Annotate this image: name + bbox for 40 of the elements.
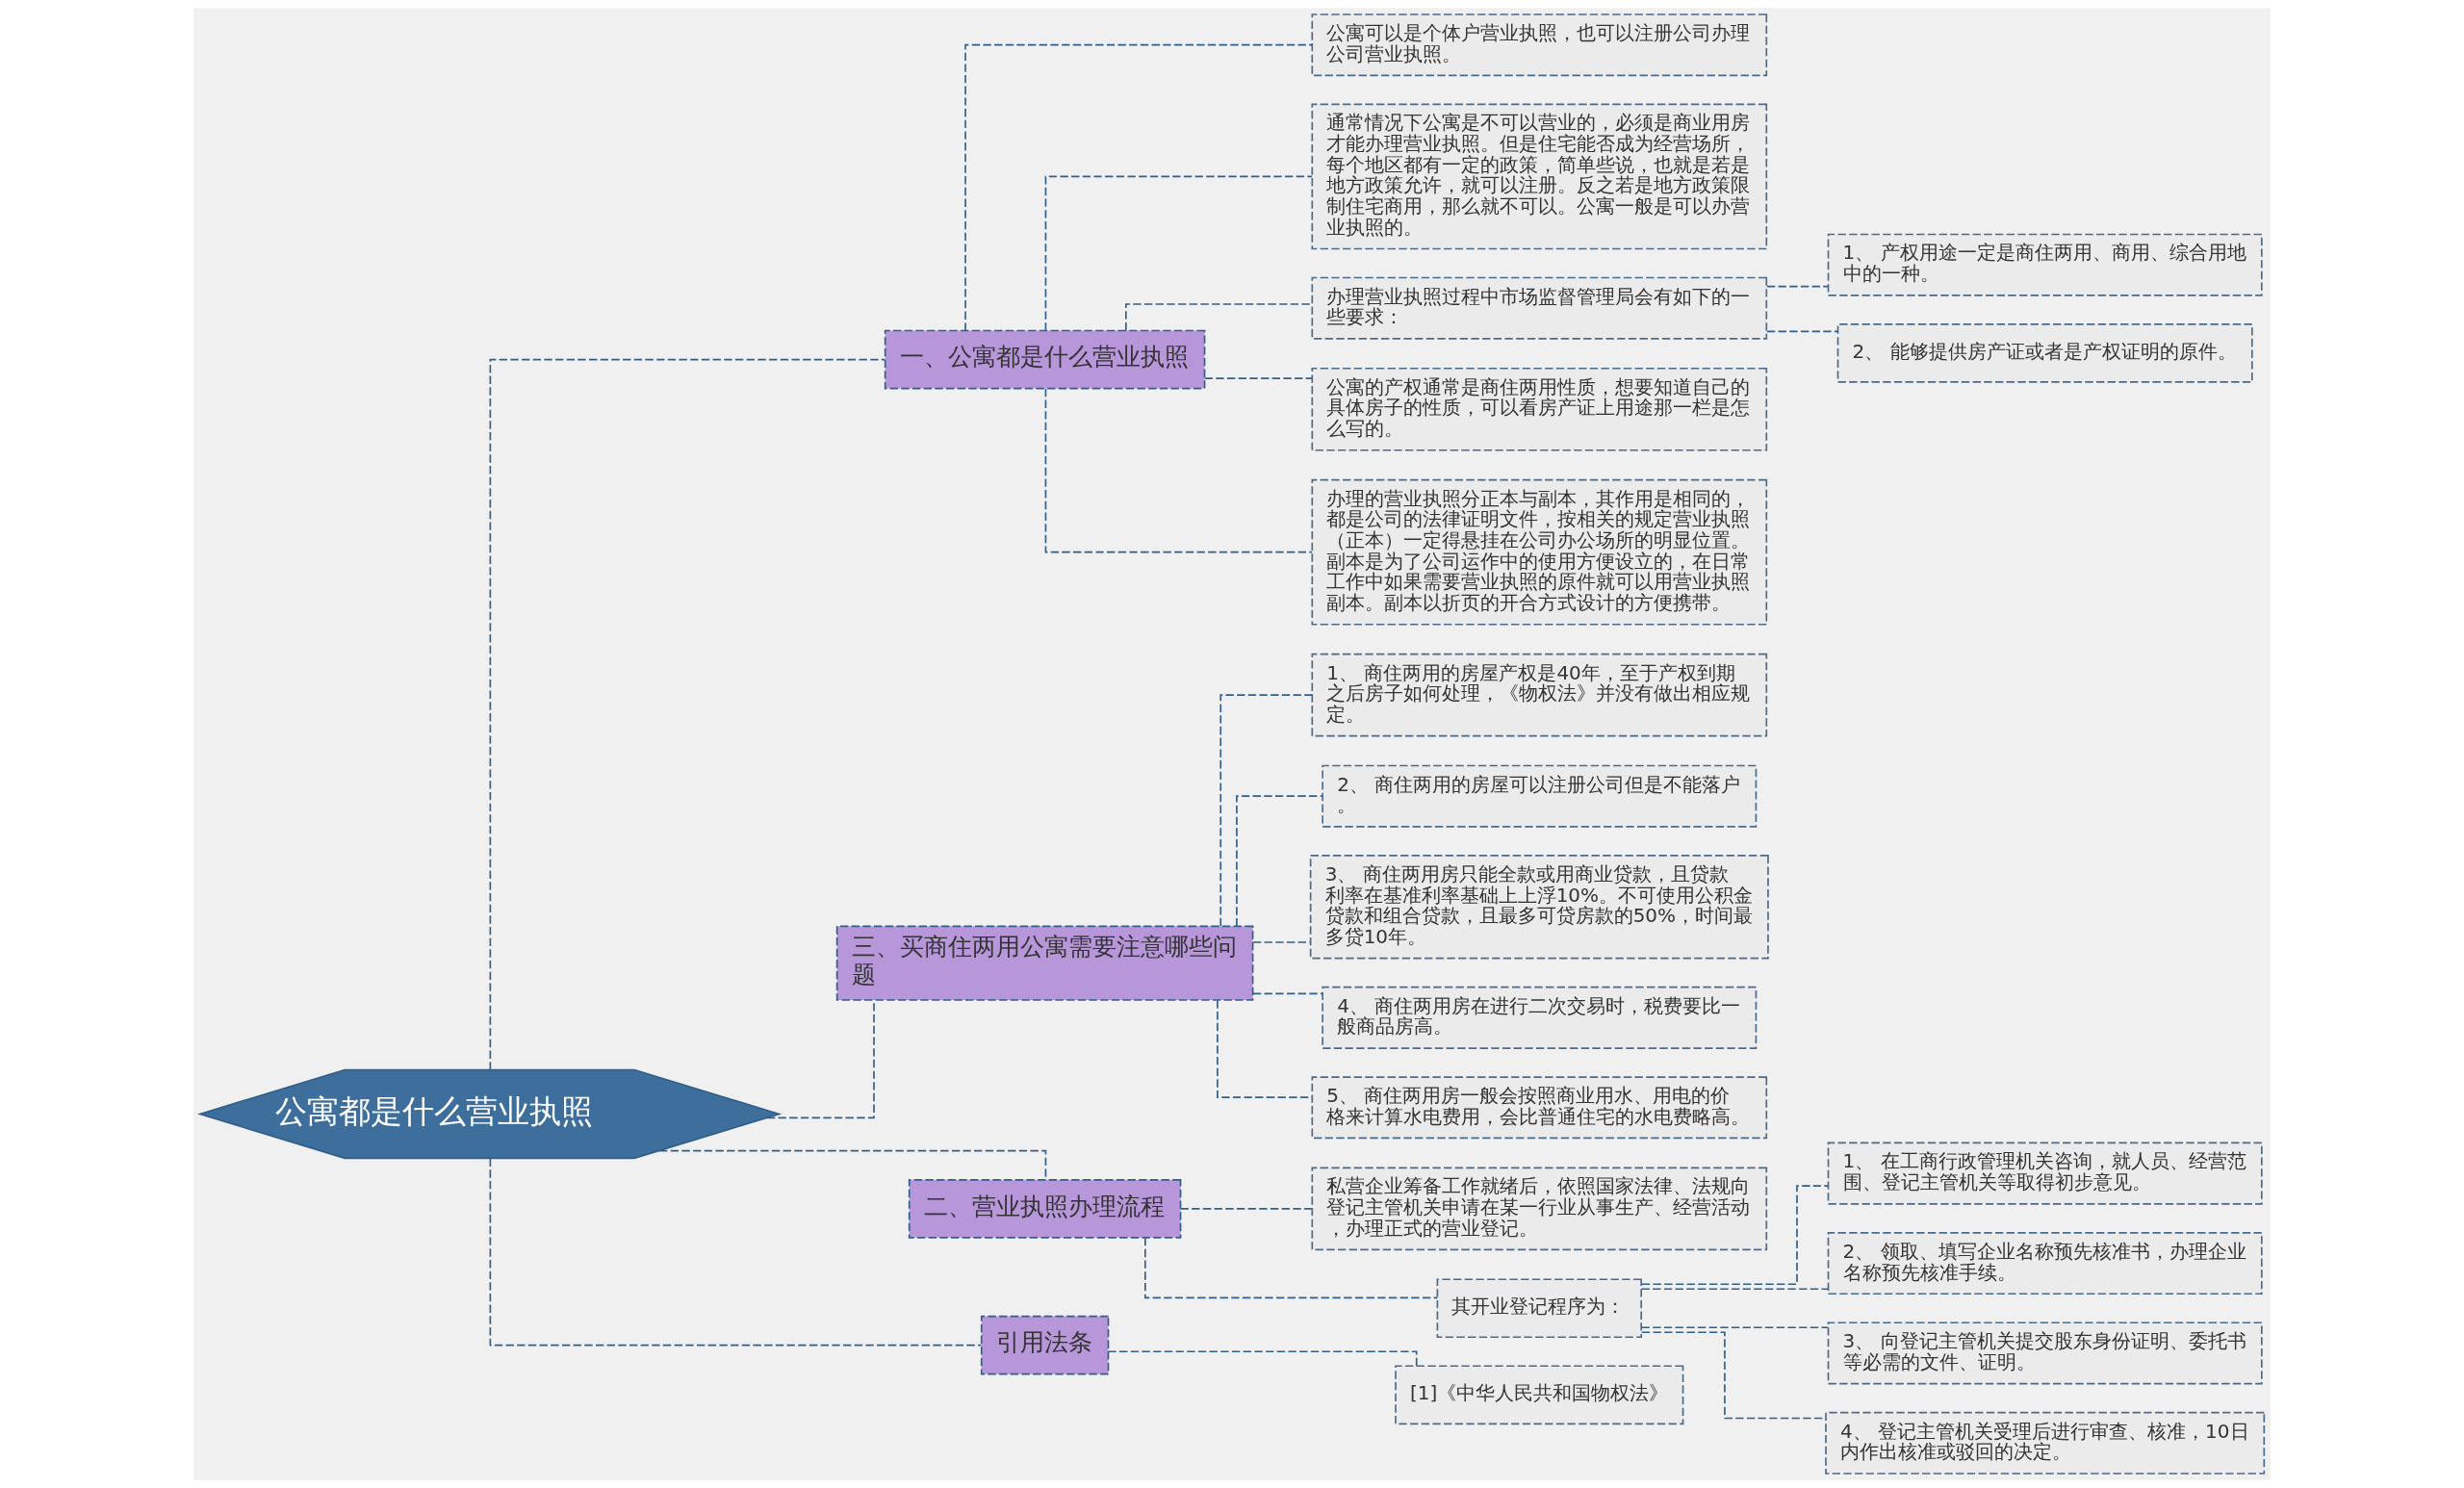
node-box: 3、 向登记主管机关提交股东身份证明、委托书等必需的文件、证明。 (1827, 1321, 2263, 1385)
connector (1766, 285, 1829, 288)
connector (1252, 992, 1323, 995)
node-box: 2、 商住两用的房屋可以注册公司但是不能落户。 (1322, 764, 1758, 828)
connector (1640, 1288, 1829, 1291)
connector (489, 358, 886, 1071)
node-box: 2、 能够提供房产证或者是产权证明的原件。 (1836, 323, 2253, 383)
node-box: 私营企业筹备工作就绪后，依照国家法律、法规向登记主管机关申请在某一行业从事生产、经营活动，办理正式的营业登记。 (1311, 1167, 1768, 1251)
node-box: 引用法条 (980, 1315, 1110, 1375)
node-box: 4、 商住两用房在进行二次交易时，税费要比一般商品房高。 (1322, 986, 1758, 1049)
node-box: 其开业登记程序为： (1436, 1278, 1643, 1339)
node-box: 1、 商住两用的房屋产权是40年，至于产权到期之后房子如何处理，《物权法》并没有做出相应规定。 (1311, 653, 1768, 737)
node-box: 三、买商住两用公寓需要注意哪些问题 (835, 925, 1254, 1001)
node-box: 5、 商住两用房一般会按照商业用水、用电的价格来计算水电费用，会比普通住宅的水电费略高。 (1311, 1076, 1768, 1140)
node-box: 公寓可以是个体户营业执照，也可以注册公司办理公司营业执照。 (1311, 13, 1768, 77)
connector (1203, 377, 1314, 379)
node-box: [1]《中华人民共和国物权法》 (1395, 1365, 1684, 1425)
connector (1107, 1350, 1418, 1367)
connector (1144, 1237, 1439, 1299)
connector (1236, 795, 1323, 927)
connector (489, 1157, 983, 1347)
node-box: 办理的营业执照分正本与副本，其作用是相同的，都是公司的法律证明文件，按相关的规定营业执照（正本）一定得悬挂在公司办公场所的明显位置。副本是为了公司运作中的使用方便设立的，在日常工作中如果需要营业执照的原件就可以用营业执照副本。副本以折页的开合方式设计的方便携带。 (1311, 478, 1768, 626)
connector (1219, 694, 1313, 927)
connector (1252, 941, 1311, 943)
connector (1044, 388, 1313, 553)
connector (1766, 330, 1839, 333)
node-box: 二、营业执照办理流程 (908, 1179, 1182, 1239)
node-box: 公寓的产权通常是商住两用性质，想要知道自己的具体房子的性质，可以看房产证上用途那一栏是怎么写的。 (1311, 367, 1768, 451)
node-box: 1、 产权用途一定是商住两用、商用、综合用地中的一种。 (1827, 233, 2263, 296)
node-box: 3、 商住两用房只能全款或用商业贷款，且贷款利率在基准利率基础上上浮10%。不可使用公积金贷款和组合贷款，且最多可贷房款的50%，时间最多贷10年。 (1309, 855, 1769, 960)
connector (964, 43, 1314, 332)
node-box: 1、 在工商行政管理机关咨询，就人员、经营范围、登记主管机关等取得初步意见。 (1827, 1142, 2263, 1205)
node-box: 4、 登记主管机关受理后进行审查、核准，10日内作出核准或驳回的决定。 (1825, 1411, 2266, 1475)
connector (1044, 175, 1313, 332)
node-box: 通常情况下公寓是不可以营业的，必须是商业用房才能办理营业执照。但是住宅能否成为经营场所，每个地区都有一定的政策，简单些说，也就是若是地方政策允许，就可以注册。反之若是地方政策限制住宅商用，那么就不可以。公寓一般是可以办营业执照的。 (1311, 103, 1768, 250)
connector (1179, 1208, 1313, 1210)
node-box: 2、 领取、填写企业名称预先核准书，办理企业名称预先核准手续。 (1827, 1232, 2263, 1296)
node-box: 一、公寓都是什么营业执照 (884, 329, 1206, 390)
node-box: 办理营业执照过程中市场监督管理局会有如下的一些要求： (1311, 276, 1768, 340)
connector (1640, 1326, 1829, 1329)
